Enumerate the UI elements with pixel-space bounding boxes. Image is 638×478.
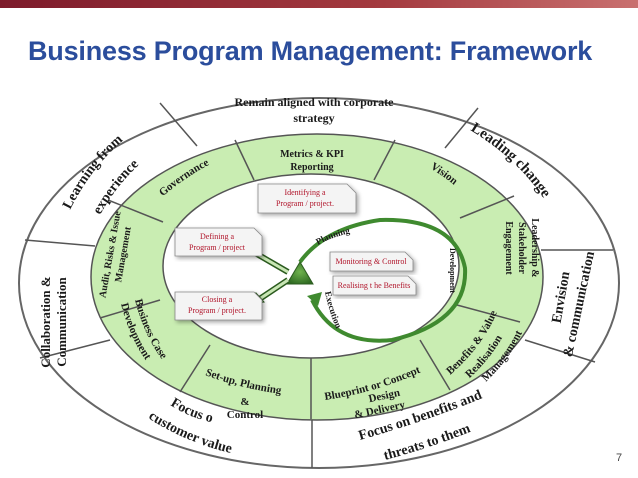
setup-line2: & <box>240 396 249 408</box>
closing-box <box>174 291 263 321</box>
leadership-line2: Stakeholder <box>516 222 527 274</box>
monitoring-box <box>329 251 414 272</box>
realising-label: Realising t he Benefits <box>338 281 411 290</box>
closing-line2: Program / project. <box>188 306 246 315</box>
outer-collaboration: Collaboration & <box>38 276 53 368</box>
defining-line1: Defining a <box>200 232 234 241</box>
page-title: Business Program Management: Framework <box>28 36 593 66</box>
realising-box <box>332 275 417 296</box>
identifying-line2: Program / project. <box>276 199 334 208</box>
closing-line1: Closing a <box>202 295 233 304</box>
outer-top-line2: strategy <box>293 111 334 125</box>
identifying-line1: Identifying a <box>284 188 326 197</box>
setup-line3: Control <box>227 409 263 421</box>
defining-line2: Program / project <box>189 243 246 252</box>
monitoring-label: Monitoring & Control <box>335 257 407 266</box>
outer-ring-dividers <box>24 102 613 468</box>
outer-top-line1: Remain aligned with corporate <box>235 95 395 109</box>
metrics-line1: Metrics & KPI <box>280 149 344 160</box>
identifying-box <box>257 183 357 214</box>
cycle-arrowhead <box>307 292 322 306</box>
page-number: 7 <box>616 452 623 464</box>
lifecycle-cycle-arrow <box>298 217 468 343</box>
center-triangle-icon <box>286 261 314 285</box>
development-label: Development <box>448 248 457 293</box>
outer-communication: Communication <box>54 276 69 366</box>
leadership-line3: Engagement <box>503 221 514 275</box>
top-accent-stripe <box>0 0 638 8</box>
leadership-line1: Leadership & <box>529 218 540 277</box>
defining-box <box>174 227 263 257</box>
metrics-line2: Reporting <box>290 162 333 173</box>
middle-ring-dividers <box>99 139 521 419</box>
